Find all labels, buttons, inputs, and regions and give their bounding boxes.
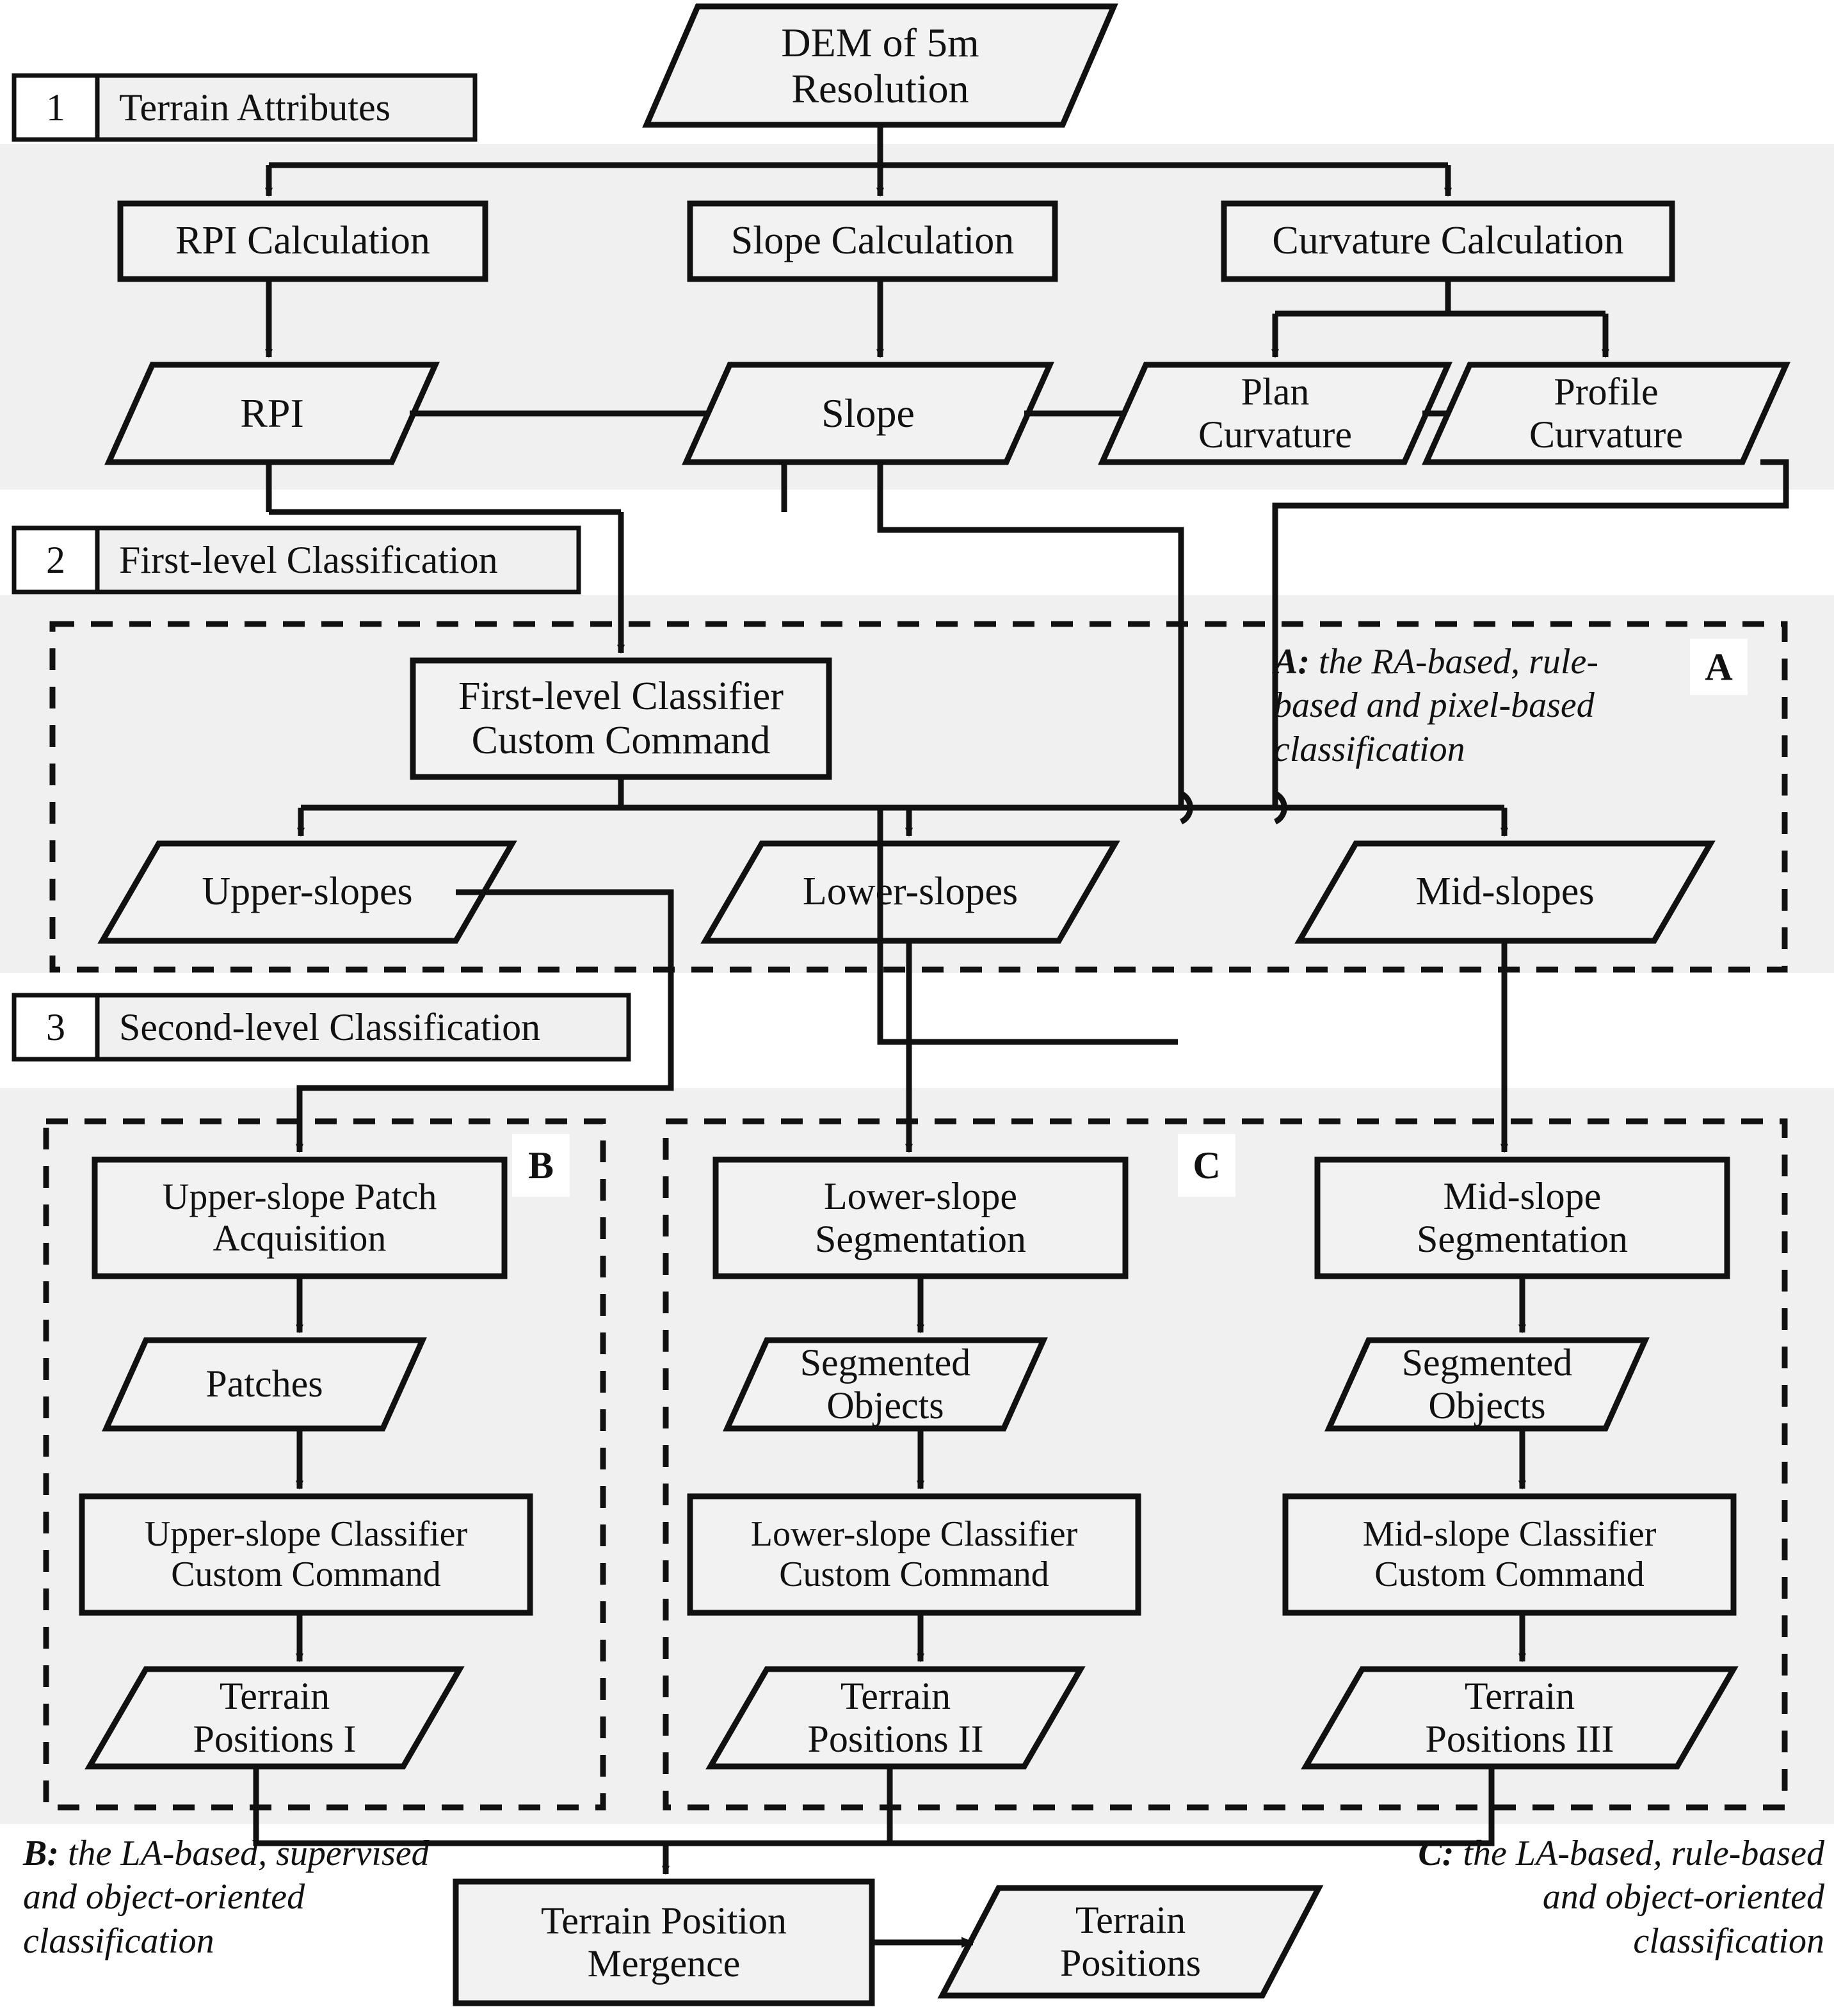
node-lower-seg-shape xyxy=(712,1156,1129,1279)
edge-curv-split-bus xyxy=(1275,279,1605,317)
edge-tp3-to-merge xyxy=(666,1766,1495,1846)
group-b-dashed-box xyxy=(43,1118,606,1811)
band-3-header-plate xyxy=(12,993,631,1062)
band-2-label: First-level Classification xyxy=(119,538,498,581)
node-seg-obj-lower-shape xyxy=(723,1337,1048,1432)
edge-rpi-down-bus xyxy=(266,462,621,653)
node-seg-obj-mid-shape xyxy=(1324,1337,1650,1432)
band-1-number: 1 xyxy=(46,86,65,129)
node-mid-classifier-shape xyxy=(1282,1493,1737,1616)
edge-upper-slopes-to-b xyxy=(296,889,674,1153)
edge-crossing-hop-2 xyxy=(1273,790,1287,825)
group-a-note: A: the RA-based, rule- based and pixel-b… xyxy=(1274,642,1598,769)
band-1-label: Terrain Attributes xyxy=(119,86,391,129)
edge-tp1-to-merge xyxy=(253,1766,670,1875)
node-mid-seg-shape xyxy=(1314,1156,1730,1279)
node-rpi-shape xyxy=(104,362,440,465)
node-first-classifier-shape xyxy=(410,657,832,780)
group-c-dashed-box xyxy=(663,1118,1788,1811)
node-terrain-pos-3-shape xyxy=(1301,1666,1739,1770)
band-2-number: 2 xyxy=(46,538,65,581)
node-slope-shape xyxy=(682,362,1054,465)
group-a-dashed-box xyxy=(49,621,1788,973)
band-3-label: Second-level Classification xyxy=(119,1005,541,1048)
band-2-header-plate xyxy=(12,525,581,595)
node-curv-calc-shape xyxy=(1221,200,1675,282)
group-b-note: B: the LA-based, supervised and object-o… xyxy=(23,1834,430,1961)
node-mid-slopes-shape xyxy=(1294,840,1716,944)
node-upper-slopes-shape xyxy=(97,840,517,944)
node-profile-curvature-shape xyxy=(1422,362,1790,465)
node-terrain-positions-shape xyxy=(937,1885,1324,1999)
node-dem-shape xyxy=(642,3,1118,128)
node-upper-patch-shape xyxy=(92,1156,508,1279)
node-patches-shape xyxy=(102,1337,427,1432)
group-c-note: C: the LA-based, rule-based and object-o… xyxy=(1418,1834,1824,1961)
band-1-header-plate xyxy=(12,73,478,142)
node-plan-curvature-shape xyxy=(1098,362,1452,465)
node-rpi-calc-shape xyxy=(117,200,488,282)
node-upper-classifier-shape xyxy=(79,1493,533,1616)
edge-dem-bus xyxy=(269,125,1448,168)
group-c-tag: C xyxy=(1178,1134,1235,1197)
node-terrain-pos-2-shape xyxy=(705,1666,1086,1770)
node-slope-calc-shape xyxy=(687,200,1058,282)
node-lower-classifier-shape xyxy=(687,1493,1141,1616)
node-lower-slopes-shape xyxy=(700,840,1120,944)
edge-classifier-bus xyxy=(301,777,1504,811)
band-3-number: 3 xyxy=(46,1005,65,1048)
node-terrain-pos-1-shape xyxy=(84,1666,465,1770)
edge-crossing-hop xyxy=(1179,790,1193,825)
group-a-tag: A xyxy=(1690,639,1748,695)
group-b-tag: B xyxy=(512,1134,570,1197)
node-merge-shape xyxy=(453,1878,875,2006)
